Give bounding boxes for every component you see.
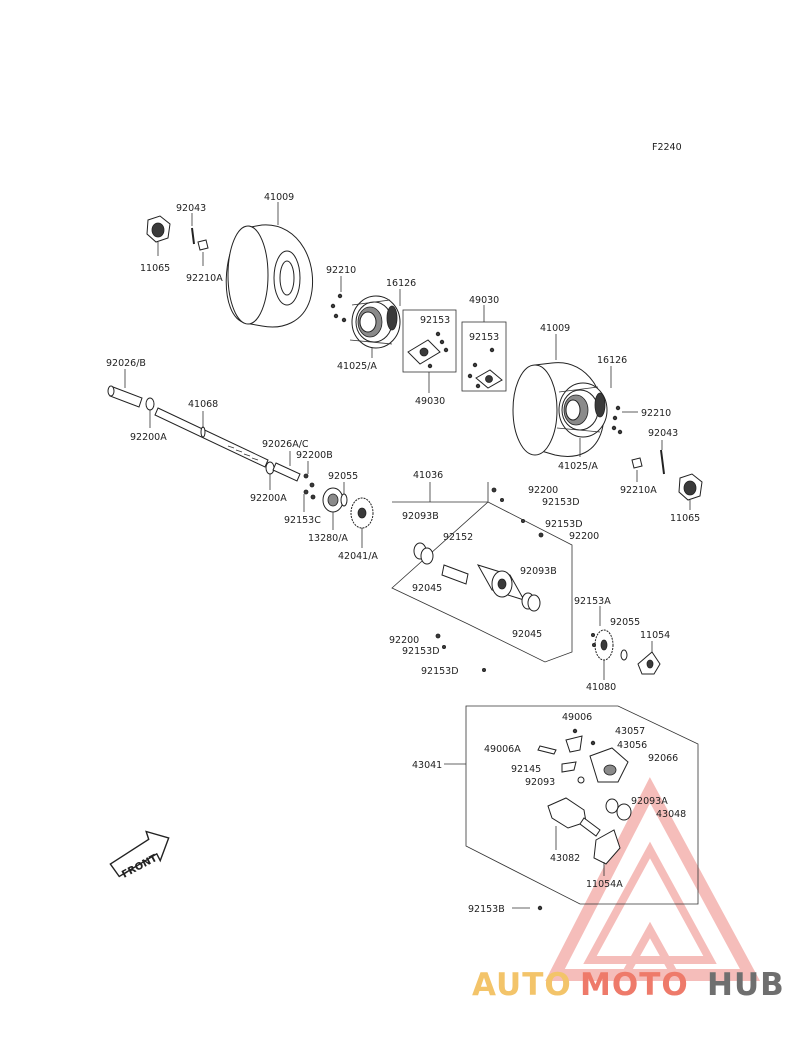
part-label: 92210A — [186, 273, 223, 284]
part-92026B-spacer — [107, 385, 143, 408]
part-label: 92066 — [648, 753, 678, 764]
part-label: 92153D — [421, 666, 459, 677]
part-label: 92153D — [402, 646, 440, 657]
part-label: 92093A — [631, 796, 668, 807]
part-label: 11054 — [640, 630, 670, 641]
part-label: 92153D — [545, 519, 583, 530]
part-label: 43056 — [617, 740, 647, 751]
part-label: 41009 — [264, 192, 294, 203]
diagram-code: F2240 — [652, 142, 682, 153]
part-92210A-nut-right — [631, 457, 643, 469]
part-92043-pin-right — [660, 449, 665, 475]
part-label: 43082 — [550, 853, 580, 864]
part-label: 92043 — [648, 428, 678, 439]
part-label: 92055 — [328, 471, 358, 482]
part-label: 92026A/C — [262, 439, 309, 450]
part-49030-hub-left-box — [402, 309, 457, 373]
part-label: 92153 — [420, 315, 450, 326]
part-label: 49006 — [562, 712, 592, 723]
part-label: 41009 — [540, 323, 570, 334]
part-41025A-wheel-right — [556, 382, 608, 438]
part-label: 92045 — [512, 629, 542, 640]
part-13280A-hub — [322, 487, 344, 513]
part-92026AC-spacer — [272, 462, 301, 482]
part-label: 92153A — [574, 596, 611, 607]
part-label: 49030 — [415, 396, 445, 407]
front-arrow: FRONT — [109, 830, 170, 881]
part-label: 92200 — [528, 485, 558, 496]
part-label: 16126 — [386, 278, 416, 289]
part-label: 92210 — [641, 408, 671, 419]
part-41025A-wheel-left — [349, 295, 401, 349]
part-41036-carrier-box — [391, 482, 573, 673]
part-label: 92200A — [130, 432, 167, 443]
part-92200A-washer-left — [145, 397, 155, 411]
part-label: 41025/A — [337, 361, 377, 372]
watermark-hub: HUB — [707, 967, 785, 1003]
part-label: 11065 — [670, 513, 700, 524]
part-label: 92153D — [542, 497, 580, 508]
part-label: 92045 — [412, 583, 442, 594]
part-11054-bracket — [637, 651, 661, 675]
part-label: 43048 — [656, 809, 686, 820]
part-label: 43041 — [412, 760, 442, 771]
part-11065-nut-right — [678, 473, 703, 501]
part-41068-axle — [154, 407, 269, 468]
part-41080-disc — [591, 629, 614, 661]
part-label: 49030 — [469, 295, 499, 306]
part-label: 41068 — [188, 399, 218, 410]
part-label: 92200A — [250, 493, 287, 504]
part-label: 11065 — [140, 263, 170, 274]
part-label: 16126 — [597, 355, 627, 366]
part-label: 41036 — [413, 470, 443, 481]
part-92055-oring-lower — [620, 649, 628, 661]
part-label: 92153 — [469, 332, 499, 343]
part-label: 92093 — [525, 777, 555, 788]
part-43041-caliper-box — [444, 705, 699, 905]
watermark-auto: AUTO — [472, 967, 572, 1003]
part-label: 92200B — [296, 450, 333, 461]
part-label: 13280/A — [308, 533, 348, 544]
part-label: 49006A — [484, 744, 521, 755]
part-92210-nuts-left — [330, 293, 347, 323]
part-92055-oring-upper — [340, 493, 348, 507]
part-label: 43057 — [615, 726, 645, 737]
part-92043-pin-left — [191, 227, 195, 245]
part-42041A-sprocket — [350, 497, 374, 529]
part-label: 92026/B — [106, 358, 146, 369]
part-label: 41080 — [586, 682, 616, 693]
part-label: 92210A — [620, 485, 657, 496]
part-label: 92093B — [520, 566, 557, 577]
part-41009-tire-left — [225, 224, 314, 328]
part-92210-nuts-right — [611, 405, 623, 435]
watermark-logo-triangle — [545, 777, 761, 981]
part-label: 92200 — [389, 635, 419, 646]
part-label: 92055 — [610, 617, 640, 628]
part-92200B-92153C-bolts — [303, 473, 316, 500]
part-11065-nut-left — [146, 215, 171, 243]
part-label: 92153B — [468, 904, 505, 915]
part-label: 92145 — [511, 764, 541, 775]
watermark-logo-text: AUTO MOTO HUB — [472, 967, 785, 1003]
part-label: 92152 — [443, 532, 473, 543]
part-label: 92043 — [176, 203, 206, 214]
part-label: 92210 — [326, 265, 356, 276]
part-label: 92200 — [569, 531, 599, 542]
watermark-moto: MOTO — [580, 967, 689, 1003]
part-label: 92093B — [402, 511, 439, 522]
part-label: 92153C — [284, 515, 321, 526]
part-label: 42041/A — [338, 551, 378, 562]
part-label: 11054A — [586, 879, 623, 890]
part-92200A-washer-mid — [265, 461, 275, 475]
part-label: 41025/A — [558, 461, 598, 472]
part-92210A-nut-left — [197, 239, 209, 251]
